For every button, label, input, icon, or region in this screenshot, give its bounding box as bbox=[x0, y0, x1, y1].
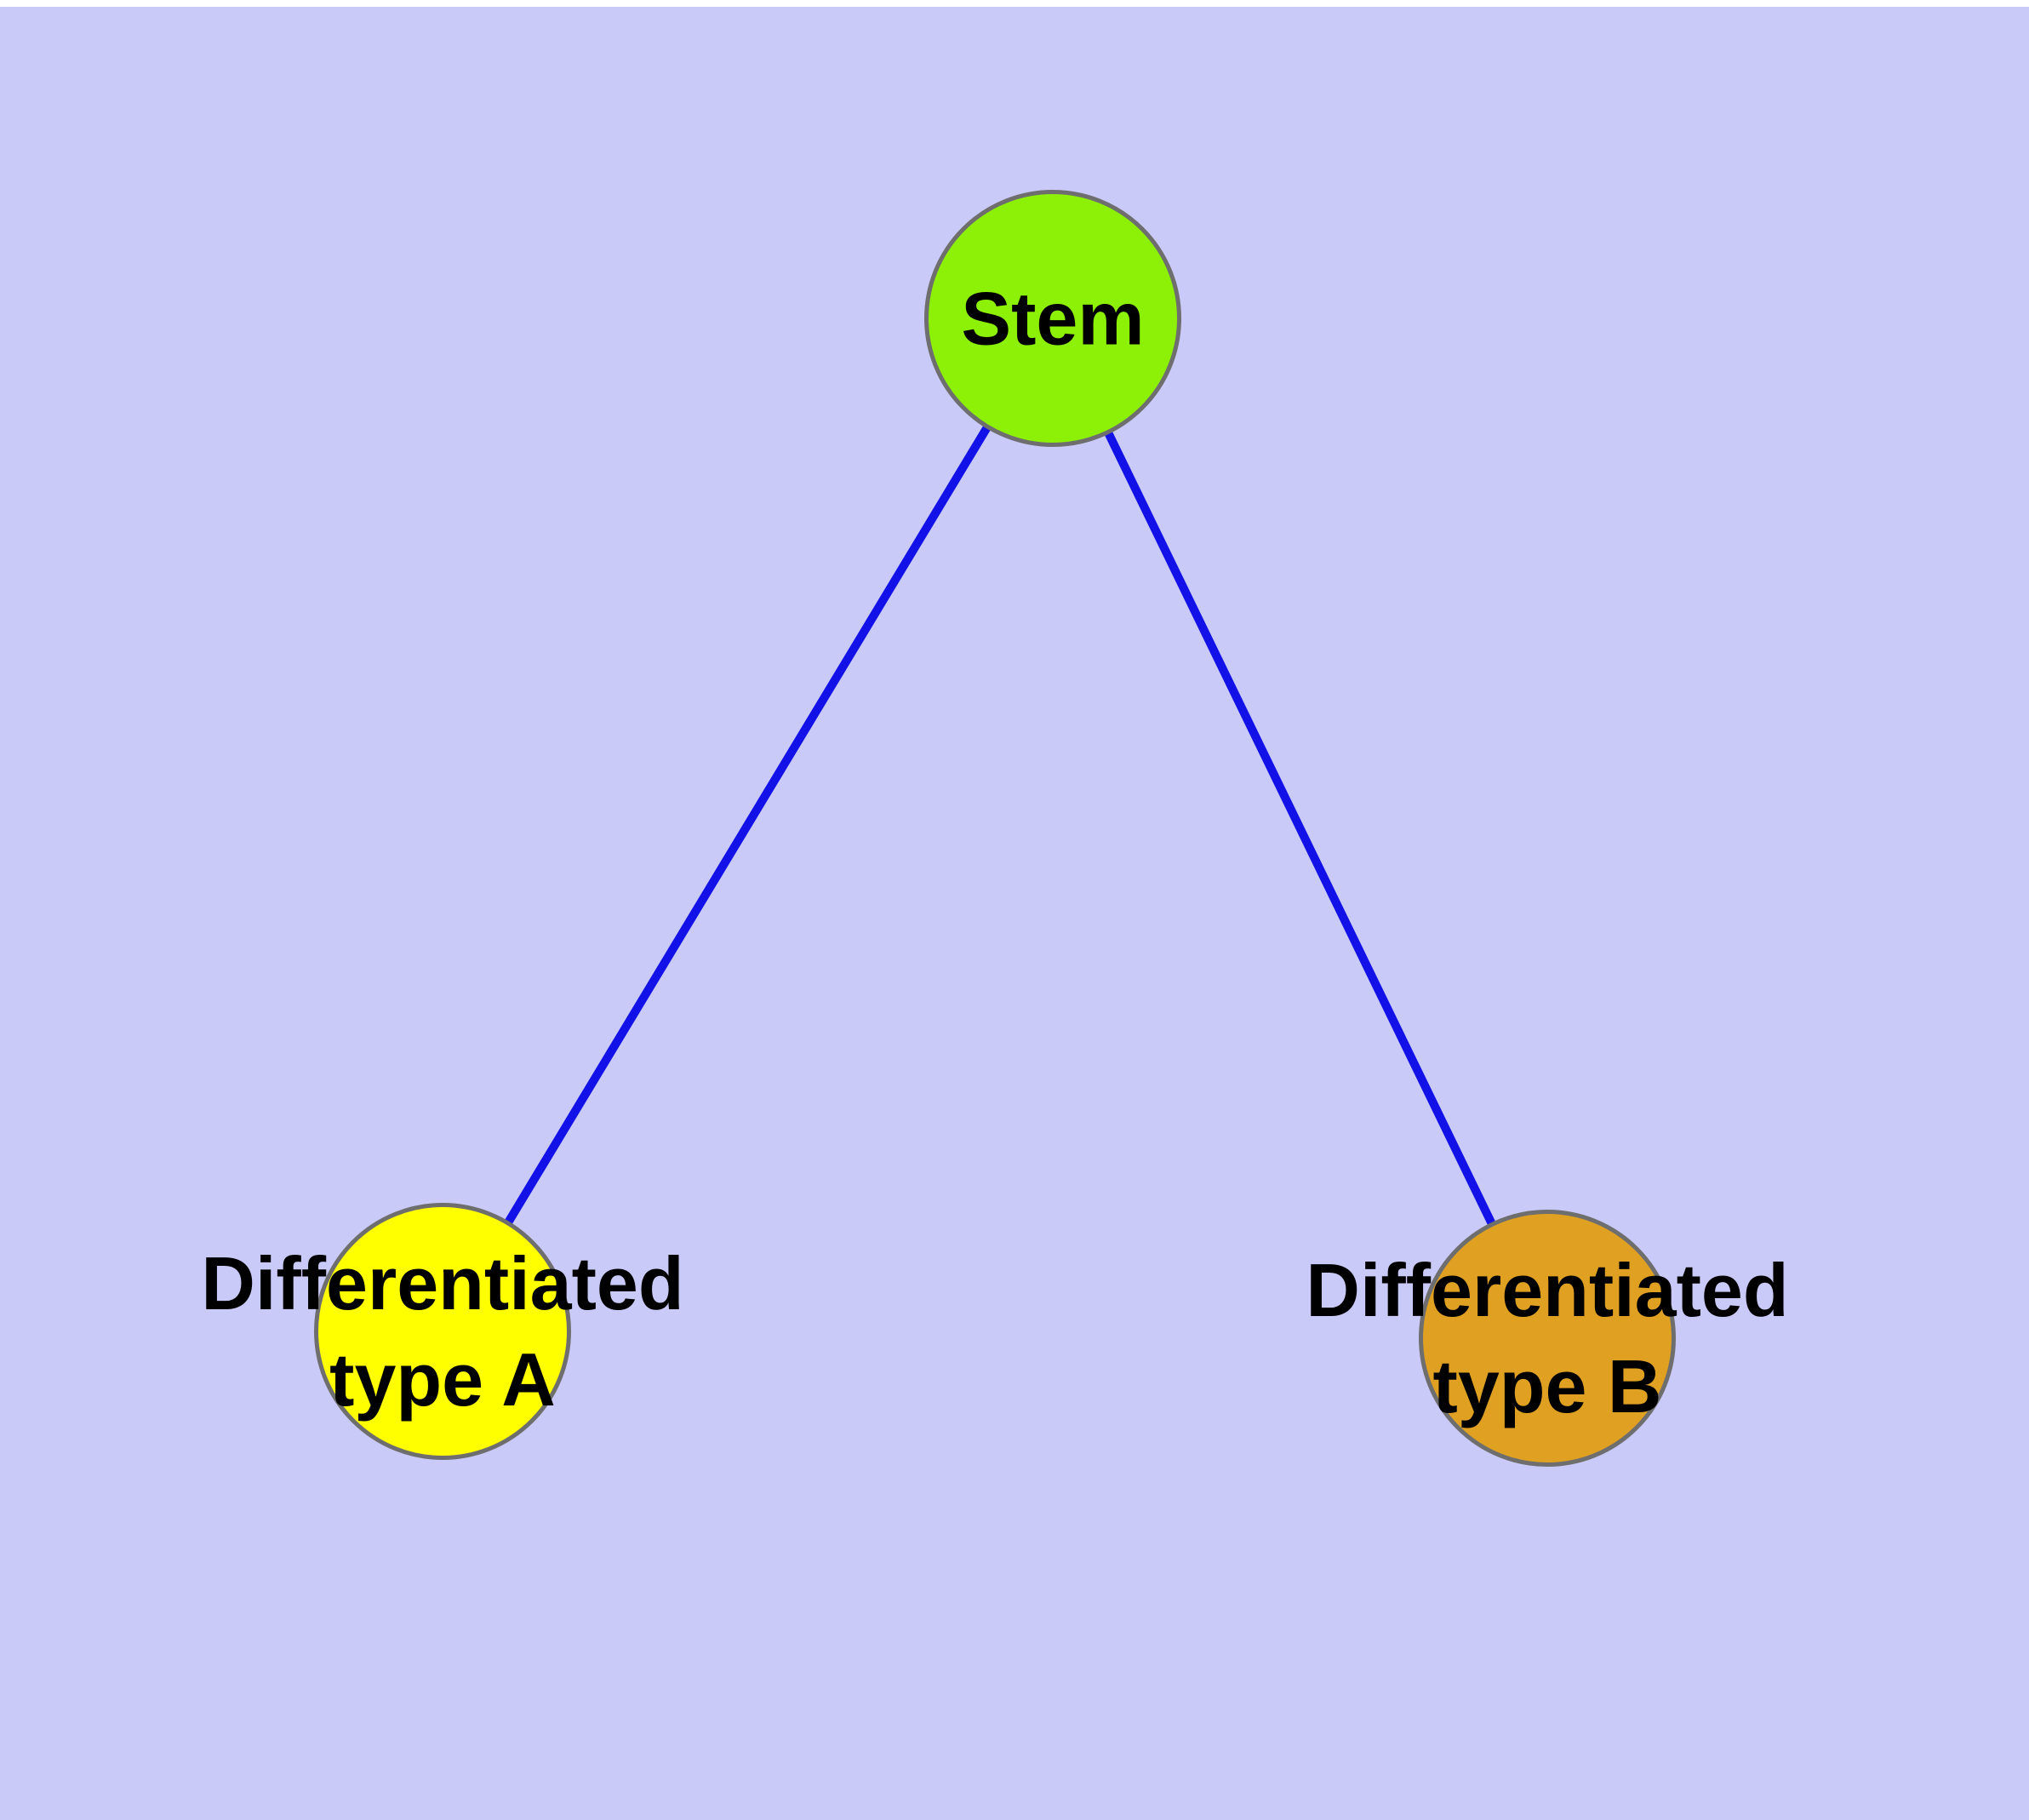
node-a-label-line-1: Differentiated bbox=[201, 1241, 684, 1325]
node-a-label-line-2: type A bbox=[329, 1337, 556, 1422]
node-differentiated-type-b-circle bbox=[1419, 1210, 1676, 1467]
node-b-label-line-1: Differentiated bbox=[1306, 1248, 1789, 1332]
node-differentiated-type-a-circle bbox=[314, 1203, 571, 1460]
node-stem-circle bbox=[924, 190, 1181, 447]
node-stem-label-line: Stem bbox=[961, 276, 1145, 361]
edge-stem-to-type-b bbox=[1049, 316, 1552, 1341]
node-differentiated-type-b-label: Differentiated type B bbox=[1306, 1242, 1788, 1434]
node-stem-label: Stem bbox=[961, 271, 1144, 367]
node-differentiated-type-a-label: Differentiated type A bbox=[201, 1235, 683, 1428]
edge-stem-to-type-a bbox=[438, 316, 1057, 1334]
node-b-label-line-2: type B bbox=[1432, 1344, 1662, 1428]
